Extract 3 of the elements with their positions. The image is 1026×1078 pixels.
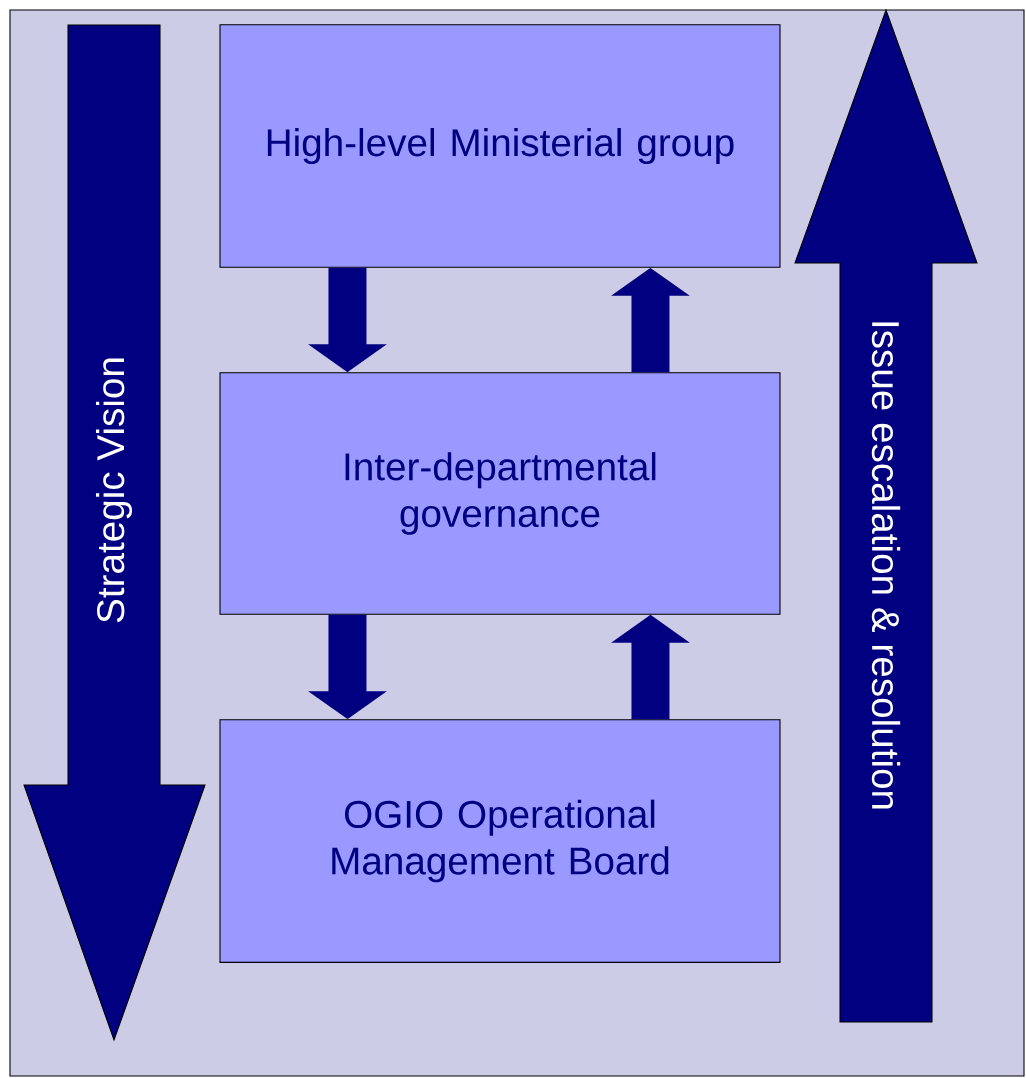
process-box: Inter-departmental governance — [219, 372, 781, 615]
process-box: High-level Ministerial group — [219, 24, 781, 268]
process-box: OGIO Operational Management Board — [219, 719, 781, 963]
